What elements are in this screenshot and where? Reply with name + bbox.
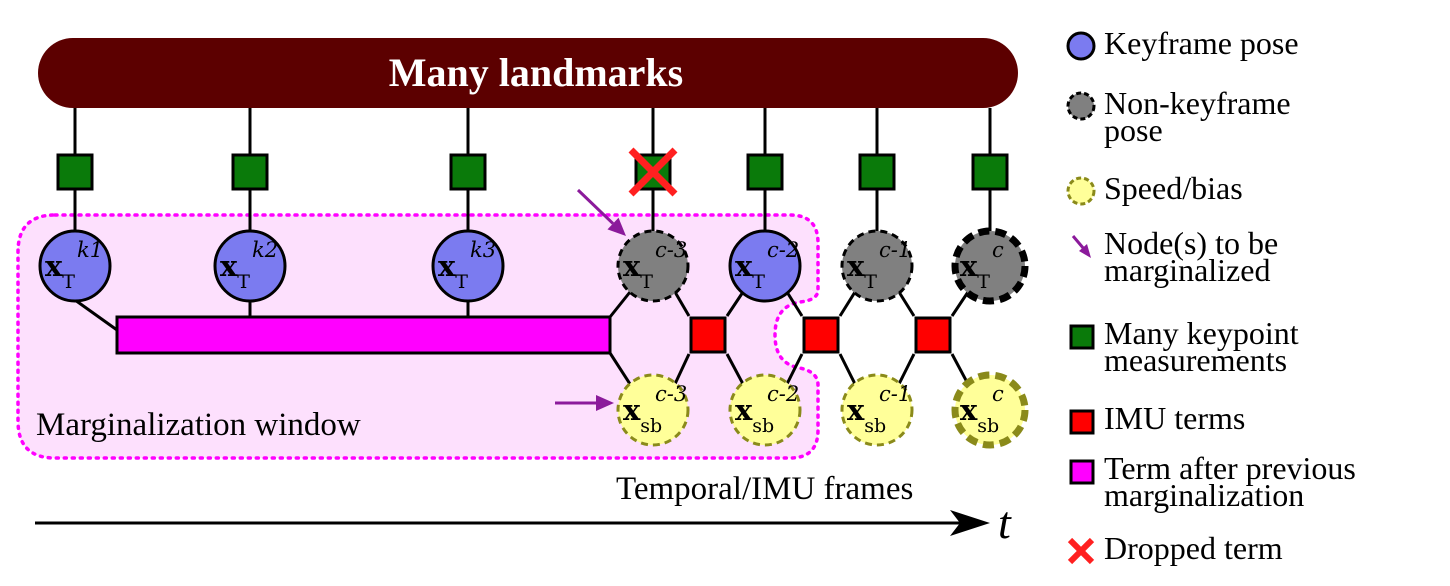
node-label: xsb [735, 393, 774, 437]
marginalize-arrow-pose [576, 188, 626, 236]
keypoint-measurement-icon [1058, 320, 1104, 352]
node-superscript: c-1 [879, 382, 911, 406]
node-label: xT [735, 249, 765, 293]
node-superscript: k3 [470, 238, 496, 262]
node-label: xT [847, 249, 877, 293]
keypoint-factor [971, 153, 1009, 191]
legend-item: Non-keyframe pose [1058, 85, 1291, 148]
keyframe-pose-icon [1058, 30, 1104, 62]
pose-node-c-3: xTc-3 [616, 229, 690, 303]
node-label: xT [45, 249, 75, 293]
legend-item: Many keypoint measurements [1058, 315, 1299, 378]
prior-term-icon [1058, 455, 1104, 487]
legend-label: Many keypoint measurements [1104, 315, 1299, 378]
pose-node-c-1: xTc-1 [840, 229, 914, 303]
keypoint-factor [449, 153, 487, 191]
legend-item: Dropped term [1058, 530, 1283, 567]
node-label: xT [623, 249, 653, 293]
legend-label: Keyframe pose [1104, 25, 1299, 61]
window-label: Marginalization window [36, 407, 361, 443]
keypoint-factor [746, 153, 784, 191]
temporal-label: Temporal/IMU frames [616, 471, 913, 507]
node-superscript: c [992, 238, 1004, 262]
node-label: xsb [960, 393, 999, 437]
landmarks-bar [38, 38, 1018, 108]
legend-item: Keyframe pose [1058, 25, 1299, 62]
marginalize-arrow-icon [1058, 230, 1104, 262]
time-axis-label: t [998, 497, 1012, 548]
node-label: xsb [623, 393, 662, 437]
imu-factor [802, 316, 840, 354]
legend-label: Term after previous marginalization [1104, 450, 1356, 513]
pose-node-c: xTc [951, 227, 1029, 305]
node-superscript: c [992, 382, 1004, 406]
legend-label: Speed/bias [1104, 170, 1243, 206]
node-superscript: c-1 [879, 238, 911, 262]
pose-node-c-2: xTc-2 [728, 229, 802, 303]
legend-item: Term after previous marginalization [1058, 450, 1356, 513]
legend-label: IMU terms [1104, 400, 1246, 436]
node-label: xT [960, 249, 990, 293]
legend-item: Speed/bias [1058, 170, 1243, 207]
node-superscript: c-3 [655, 238, 687, 262]
node-label: xsb [847, 393, 886, 437]
node-superscript: k2 [252, 238, 278, 262]
legend-label: Non-keyframe pose [1104, 85, 1291, 148]
marginalize-arrow-speed [555, 395, 614, 411]
landmarks-label: Many landmarks [389, 50, 684, 95]
node-label: xT [220, 249, 250, 293]
node-superscript: c-3 [655, 382, 687, 406]
node-superscript: c-2 [767, 382, 799, 406]
keypoint-factor [858, 153, 896, 191]
dropped-term-mark [628, 147, 678, 197]
dropped-term-icon [1058, 535, 1104, 567]
keypoint-factor [231, 153, 269, 191]
speed-bias-icon [1058, 175, 1104, 207]
imu-term-icon [1058, 405, 1104, 437]
prior-term [115, 315, 612, 355]
node-label: xT [438, 249, 468, 293]
time-axis-arrowhead [950, 510, 990, 536]
legend-item: Node(s) to be marginalized [1058, 225, 1279, 288]
imu-factor [689, 316, 727, 354]
legend-label: Dropped term [1104, 530, 1283, 566]
keypoint-factor [56, 153, 94, 191]
node-superscript: k1 [77, 238, 103, 262]
imu-factor [914, 316, 952, 354]
nonkeyframe-pose-icon [1058, 90, 1104, 122]
legend-item: IMU terms [1058, 400, 1246, 437]
node-superscript: c-2 [767, 238, 799, 262]
legend-label: Node(s) to be marginalized [1104, 225, 1279, 288]
